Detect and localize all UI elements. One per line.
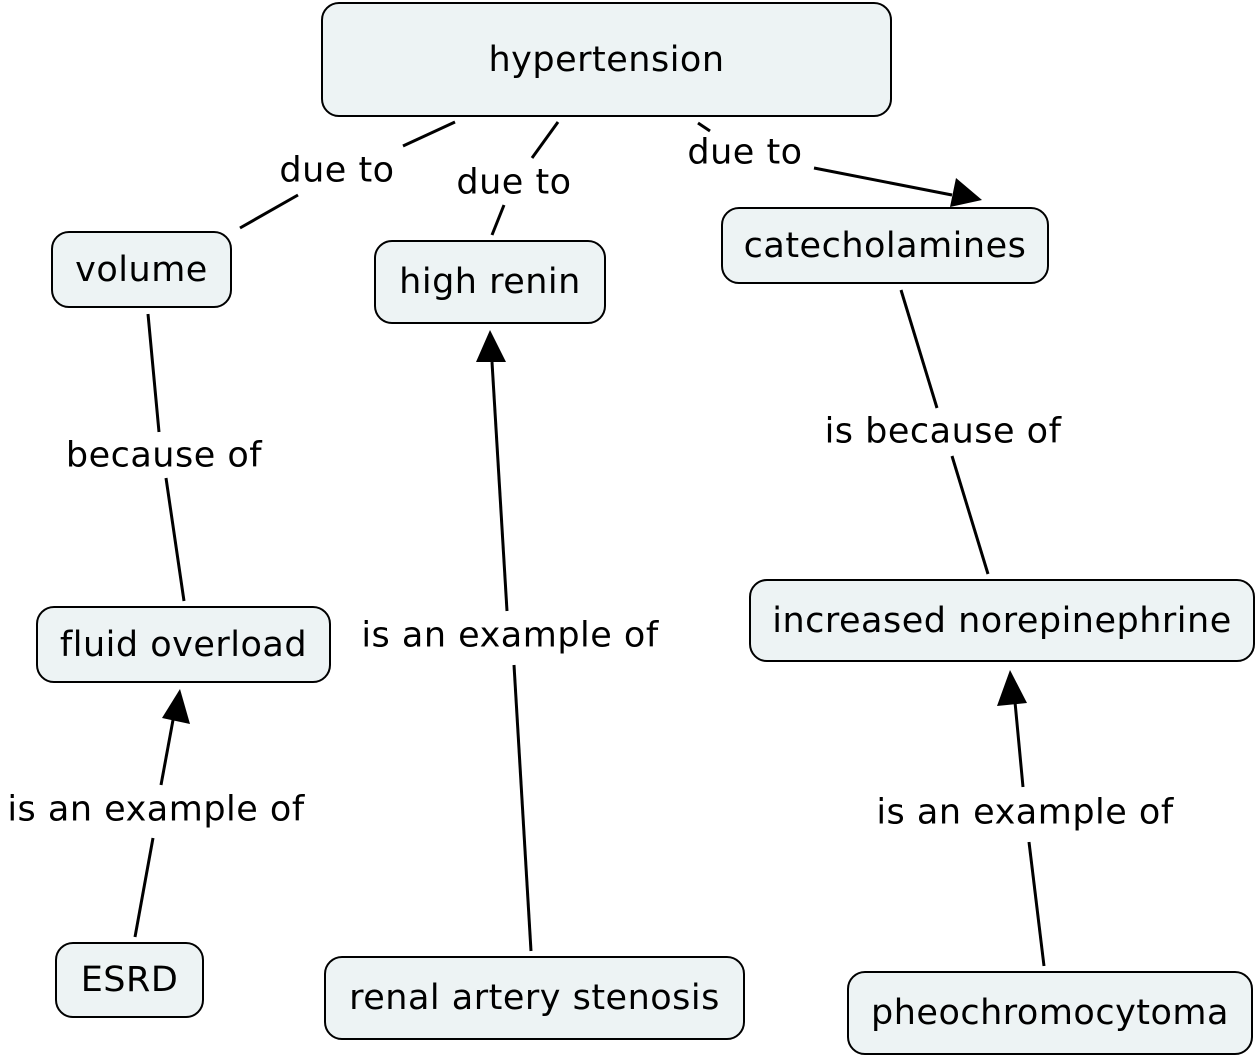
arrowhead-fluid-overload xyxy=(162,689,190,724)
node-volume[interactable]: volume xyxy=(51,231,232,308)
arrowhead-norepinephrine xyxy=(997,670,1027,706)
node-pheochromocytoma[interactable]: pheochromocytoma xyxy=(847,971,1253,1055)
edge-is-because-of-to-norepi xyxy=(950,455,990,575)
edge-pheo-to-example-of xyxy=(1027,841,1046,967)
edge-hyp-to-due-to-1 xyxy=(402,120,456,148)
edge-due-to-3-to-catechol xyxy=(813,166,953,197)
node-catecholamines[interactable]: catecholamines xyxy=(721,207,1049,284)
node-esrd[interactable]: ESRD xyxy=(55,942,204,1018)
link-label-hyp-volume: due to xyxy=(279,150,395,191)
arrowhead-high-renin xyxy=(476,330,506,362)
link-label-volume-fluid: because of xyxy=(65,435,263,476)
link-label-pheo-norepinephrine: is an example of xyxy=(876,792,1174,833)
edge-example-of-to-norepi xyxy=(1013,701,1025,788)
edge-due-to-1-to-volume xyxy=(239,193,299,230)
link-label-esrd-fluid: is an example of xyxy=(7,789,305,830)
link-label-ras-renin: is an example of xyxy=(361,615,659,656)
edge-esrd-to-example-of xyxy=(133,837,155,938)
node-high-renin[interactable]: high renin xyxy=(374,240,606,324)
node-fluid-overload[interactable]: fluid overload xyxy=(36,606,331,683)
node-increased-norepinephrine[interactable]: increased norepinephrine xyxy=(749,579,1255,662)
link-label-hyp-renin: due to xyxy=(456,162,572,203)
node-hypertension[interactable]: hypertension xyxy=(321,2,892,117)
link-label-catecholamines-norepinephrine: is because of xyxy=(824,411,1062,452)
arrowhead-catecholamines xyxy=(950,178,982,207)
edge-catechol-to-is-because-of xyxy=(899,289,939,409)
edge-ras-to-example-of xyxy=(512,664,533,952)
edge-due-to-2-to-renin xyxy=(490,204,506,236)
link-label-hyp-catecholamines: due to xyxy=(687,132,803,173)
edge-because-of-to-fluid xyxy=(164,477,186,602)
node-renal-artery-stenosis[interactable]: renal artery stenosis xyxy=(324,956,745,1040)
edge-hyp-to-due-to-3 xyxy=(697,121,711,133)
edge-example-of-to-fluid xyxy=(159,719,175,786)
edge-hyp-to-due-to-2 xyxy=(530,121,560,159)
edge-example-of-to-renin xyxy=(490,361,509,612)
edge-volume-to-because-of xyxy=(146,313,161,433)
